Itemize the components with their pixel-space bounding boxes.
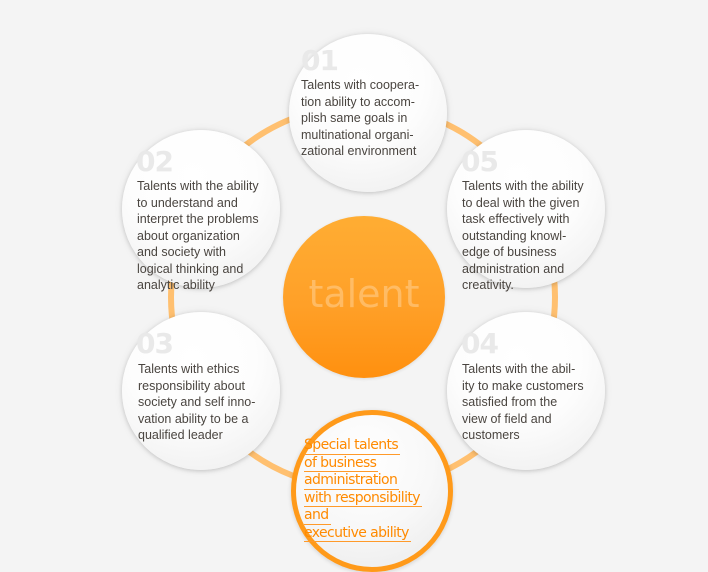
node-description: Talents with coopera- tion ability to ac…	[301, 78, 420, 158]
special-line: of business	[304, 454, 379, 472]
node-description: Talents with the ability to understand a…	[137, 179, 259, 292]
special-talents-text: Special talents of business administrati…	[304, 437, 422, 542]
special-line: Special talents	[304, 437, 401, 455]
center-talent-circle: talent	[283, 216, 445, 378]
talent-node-04: 04 Talents with the abil- ity to make cu…	[447, 312, 605, 470]
node-description: Talents with the abil- ity to make custo…	[462, 362, 584, 442]
talent-node-03: 03 Talents with ethics responsibility ab…	[122, 312, 280, 470]
node-number: 04	[461, 327, 499, 360]
node-description: Talents with the ability to deal with th…	[462, 179, 584, 292]
talent-node-02: 02 Talents with the ability to understan…	[122, 130, 280, 292]
special-line: executive ability	[304, 524, 411, 542]
special-line: and	[304, 507, 331, 525]
node-number: 05	[461, 145, 499, 178]
node-number: 03	[136, 327, 174, 360]
special-line: with responsibility	[304, 489, 422, 507]
node-number: 02	[136, 145, 174, 178]
special-line: administration	[304, 472, 400, 490]
special-talents-node: Special talents of business administrati…	[291, 410, 453, 572]
node-number: 01	[301, 44, 339, 77]
talent-node-01: 01 Talents with coopera- tion ability to…	[289, 34, 447, 192]
node-description: Talents with ethics responsibility about…	[138, 362, 256, 442]
center-label: talent	[308, 272, 420, 316]
talent-node-05: 05 Talents with the ability to deal with…	[447, 130, 605, 292]
